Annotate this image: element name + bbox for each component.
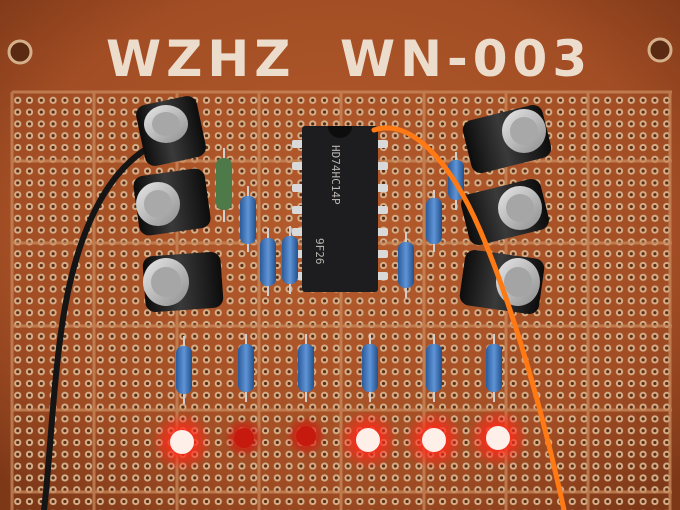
board-model-label: WN-003 xyxy=(340,30,592,88)
resistor xyxy=(398,232,414,298)
orange-wire xyxy=(371,125,567,510)
capacitor xyxy=(136,96,206,166)
resistor xyxy=(238,334,254,402)
resistor xyxy=(216,148,232,222)
capacitor xyxy=(462,105,552,173)
led xyxy=(224,418,264,458)
mounting-hole xyxy=(7,39,33,65)
resistor xyxy=(298,334,314,402)
led xyxy=(286,416,326,456)
resistor xyxy=(362,334,378,402)
mounting-hole xyxy=(647,37,673,63)
led xyxy=(338,410,398,470)
resistor xyxy=(176,336,192,404)
resistor xyxy=(240,186,256,252)
resistor xyxy=(486,334,502,402)
capacitor xyxy=(133,168,211,236)
capacitor xyxy=(142,252,224,312)
black-wire xyxy=(41,145,151,510)
led xyxy=(468,408,528,468)
board-brand-label: WZHZ xyxy=(106,30,296,88)
resistor xyxy=(260,228,276,296)
ic-chip: HD74HC14P 9F26 xyxy=(292,126,388,292)
chip-date-code: 9F26 xyxy=(313,238,326,265)
resistor xyxy=(426,334,442,402)
chip-part-number: HD74HC14P xyxy=(329,145,342,205)
resistor xyxy=(282,226,298,294)
resistor xyxy=(426,190,442,252)
capacitor xyxy=(461,178,549,246)
led xyxy=(152,412,212,472)
copper-traces xyxy=(10,90,672,510)
led-row xyxy=(152,408,528,472)
led xyxy=(404,410,464,470)
